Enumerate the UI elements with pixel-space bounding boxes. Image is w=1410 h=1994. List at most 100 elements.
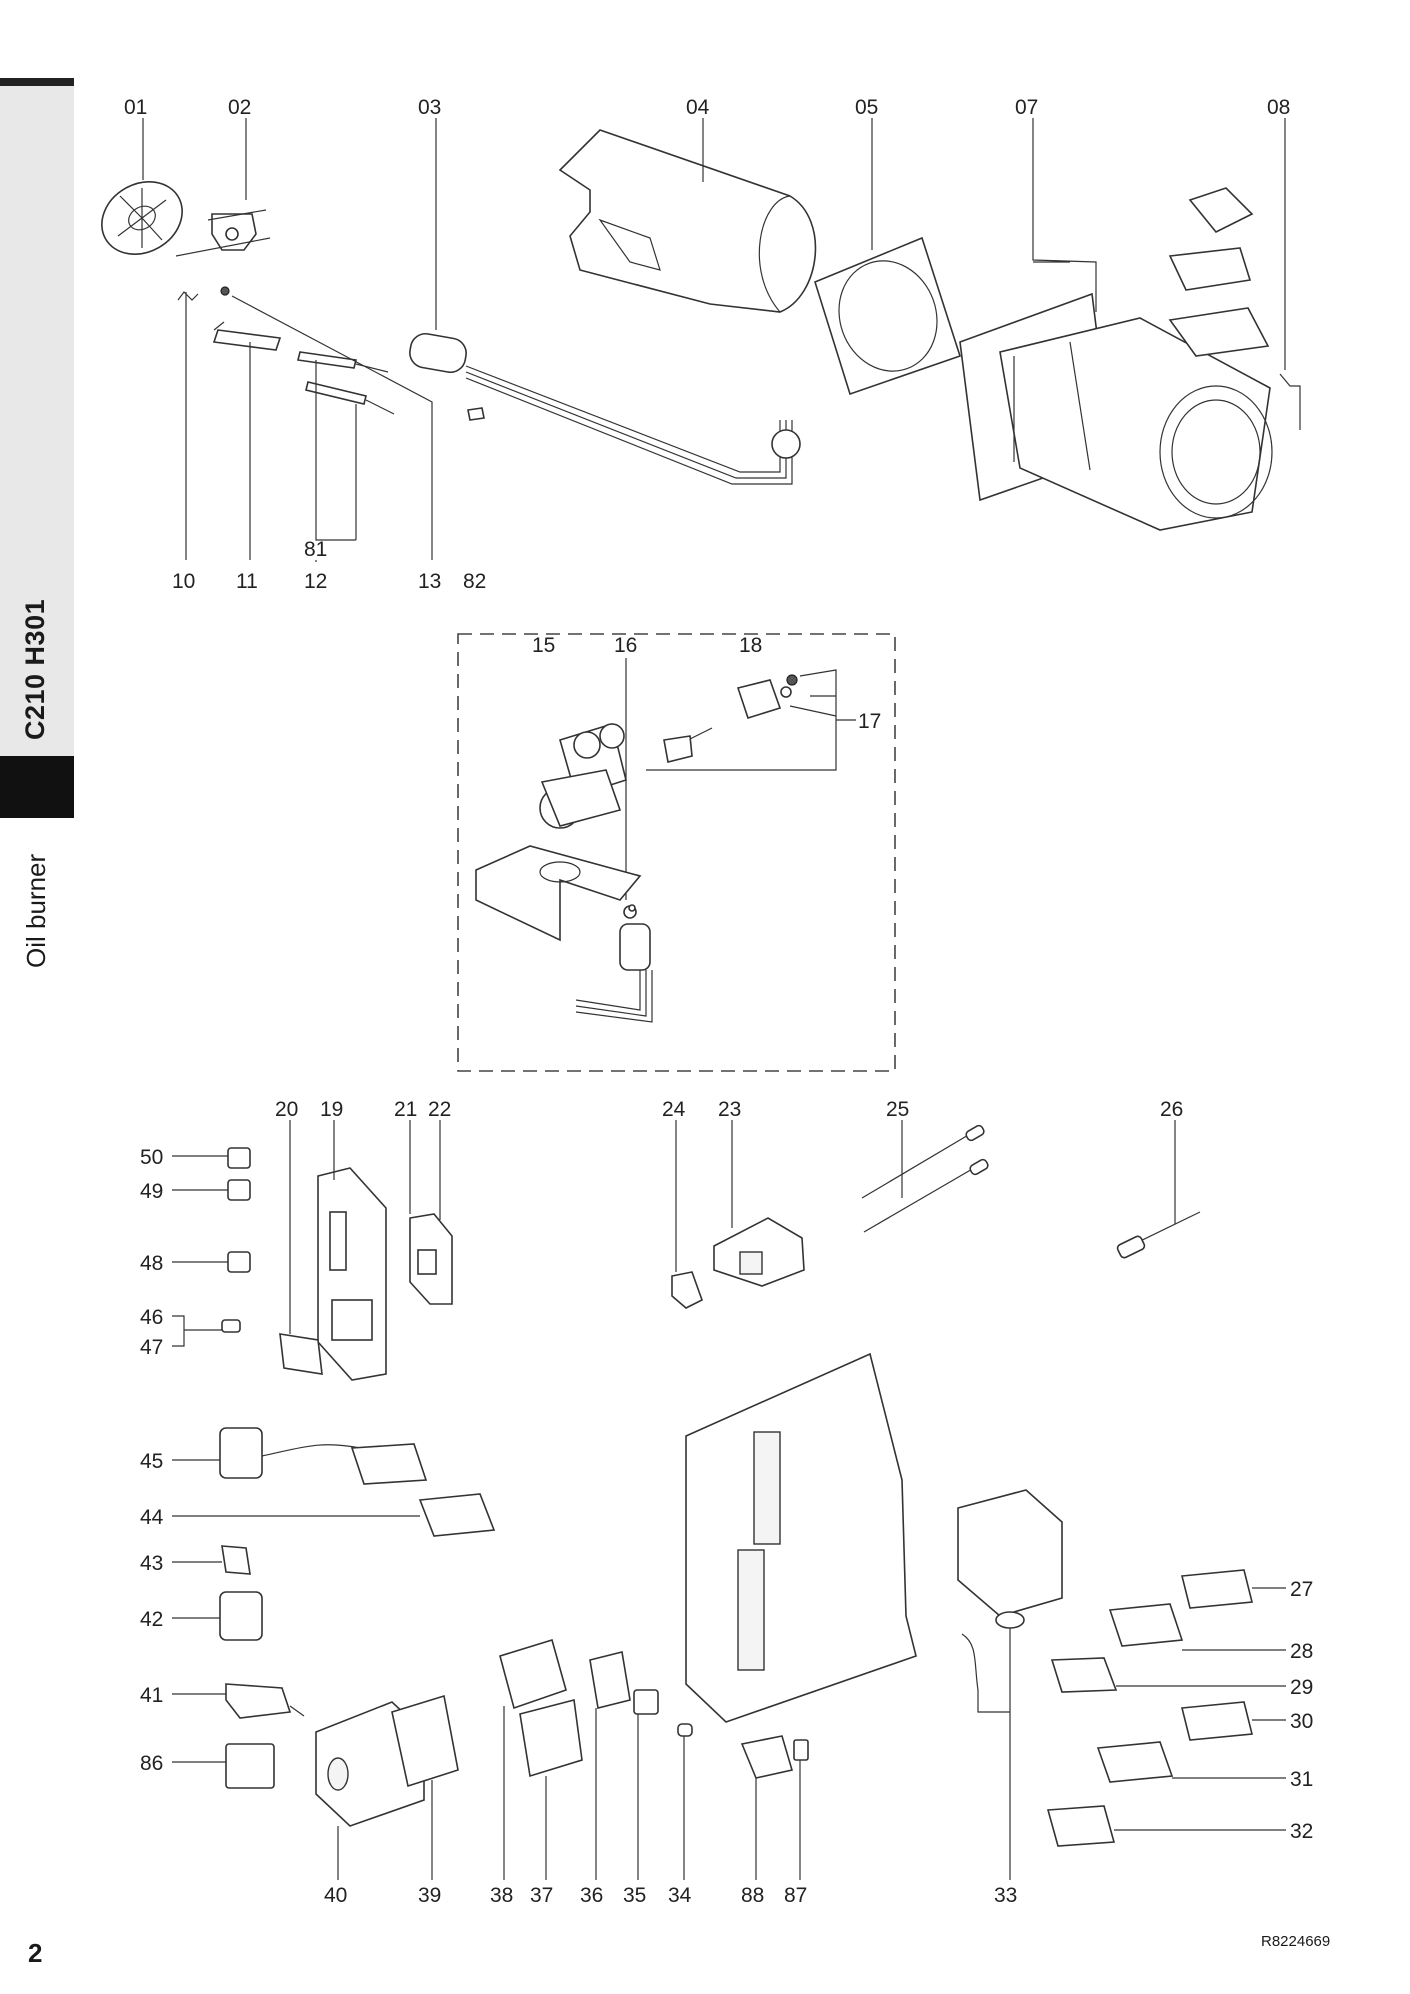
label-07: 07 xyxy=(1015,96,1038,119)
label-10: 10 xyxy=(172,570,195,593)
label-16: 16 xyxy=(614,634,637,657)
part-88-fuse-holder xyxy=(740,1735,794,1779)
part-48-switch xyxy=(227,1251,251,1273)
part-12-ignition-electrodes xyxy=(297,351,395,415)
label-45: 45 xyxy=(140,1450,163,1473)
label-41: 41 xyxy=(140,1684,163,1707)
part-32-connector xyxy=(1046,1805,1116,1847)
part-21-22-control-board xyxy=(409,1213,453,1305)
label-42: 42 xyxy=(140,1608,163,1631)
part-01-diffuser-disc xyxy=(101,181,183,255)
label-43: 43 xyxy=(140,1552,163,1575)
part-11-photocell xyxy=(212,321,282,351)
label-20: 20 xyxy=(275,1098,298,1121)
part-23-ignition-transformer xyxy=(713,1217,805,1287)
part-45-relay-with-cable xyxy=(219,1427,428,1485)
part-27-connector xyxy=(1180,1569,1254,1609)
part-20-cover xyxy=(279,1333,323,1375)
part-05-flange-gasket xyxy=(814,236,962,396)
part-10-clip xyxy=(177,291,199,301)
leader-lines-top xyxy=(142,118,1286,562)
label-32: 32 xyxy=(1290,1820,1313,1843)
label-36: 36 xyxy=(580,1884,603,1907)
part-49-switch xyxy=(227,1179,251,1201)
part-29-connector xyxy=(1050,1657,1118,1693)
part-18-solenoid-coil xyxy=(736,674,798,719)
label-03: 03 xyxy=(418,96,441,119)
part-36-relay-base xyxy=(589,1651,631,1709)
part-43-terminal xyxy=(221,1545,251,1575)
label-50: 50 xyxy=(140,1146,163,1169)
label-40: 40 xyxy=(324,1884,347,1907)
label-81: 81 xyxy=(304,538,327,561)
label-48: 48 xyxy=(140,1252,163,1275)
part-82-nozzle xyxy=(467,407,485,421)
part-17-valve-stem xyxy=(646,669,856,771)
label-35: 35 xyxy=(623,1884,646,1907)
label-34: 34 xyxy=(668,1884,692,1907)
label-24: 24 xyxy=(662,1098,686,1121)
label-49: 49 xyxy=(140,1180,163,1203)
reference-code: R8224669 xyxy=(1261,1933,1331,1950)
part-39-terminal-strip xyxy=(391,1694,459,1788)
sidebar-black-block xyxy=(0,756,74,818)
label-26: 26 xyxy=(1160,1098,1183,1121)
page-number: 2 xyxy=(28,1938,43,1968)
label-22: 22 xyxy=(428,1098,451,1121)
label-18: 18 xyxy=(739,634,762,657)
pump-assembly-box xyxy=(457,633,896,1072)
label-37: 37 xyxy=(530,1884,553,1907)
label-05: 05 xyxy=(855,96,878,119)
part-28-connector xyxy=(1108,1603,1184,1647)
part-15-oil-pump-valve xyxy=(539,722,627,829)
part-86-terminal-block xyxy=(225,1743,275,1789)
pump-mounting-bracket xyxy=(475,845,642,942)
part-35-relay xyxy=(633,1689,659,1715)
label-87: 87 xyxy=(784,1884,807,1907)
label-46: 46 xyxy=(140,1306,163,1329)
part-04-blast-tube xyxy=(558,129,817,313)
part-08-ignition-transformer-bracket xyxy=(1168,187,1301,430)
part-50-switch xyxy=(227,1147,251,1169)
part-31-connector xyxy=(1096,1741,1174,1783)
label-44: 44 xyxy=(140,1506,164,1529)
label-08: 08 xyxy=(1267,96,1290,119)
mounting-plate xyxy=(685,1352,917,1723)
label-12: 12 xyxy=(304,570,327,593)
label-15: 15 xyxy=(532,634,555,657)
part-37-contactor xyxy=(519,1698,583,1778)
part-41-plug-with-cable xyxy=(225,1683,305,1719)
label-82: 82 xyxy=(463,570,486,593)
part-46-47-fuse xyxy=(221,1319,241,1333)
label-04: 04 xyxy=(686,96,710,119)
part-44-connector-plug xyxy=(418,1493,496,1537)
part-07-burner-housing xyxy=(959,292,1273,531)
part-30-connector xyxy=(1180,1701,1254,1741)
label-39: 39 xyxy=(418,1884,441,1907)
part-87-fuse xyxy=(793,1739,809,1761)
label-33: 33 xyxy=(994,1884,1017,1907)
label-25: 25 xyxy=(886,1098,909,1121)
label-47: 47 xyxy=(140,1336,163,1359)
label-23: 23 xyxy=(718,1098,741,1121)
sidebar-top-rule xyxy=(0,78,74,86)
leader-lines-middle xyxy=(172,1120,1176,1347)
label-38: 38 xyxy=(490,1884,513,1907)
part-number-labels: 01 02 03 04 05 07 08 81 10 11 12 13 82 1… xyxy=(124,96,1313,1907)
label-13: 13 xyxy=(418,570,441,593)
part-33-actuator xyxy=(957,1489,1063,1691)
label-88: 88 xyxy=(741,1884,764,1907)
part-02-electrode-holder xyxy=(175,209,271,257)
label-86: 86 xyxy=(140,1752,163,1775)
part-19-control-panel xyxy=(317,1167,387,1381)
label-28: 28 xyxy=(1290,1640,1313,1663)
part-42-relay xyxy=(219,1591,263,1641)
sidebar-panel xyxy=(0,78,74,756)
label-19: 19 xyxy=(320,1098,343,1121)
label-17: 17 xyxy=(858,710,881,733)
part-16-oil-preheater-connector xyxy=(575,658,653,1023)
label-02: 02 xyxy=(228,96,251,119)
label-11: 11 xyxy=(236,570,258,593)
label-31: 31 xyxy=(1290,1768,1313,1791)
